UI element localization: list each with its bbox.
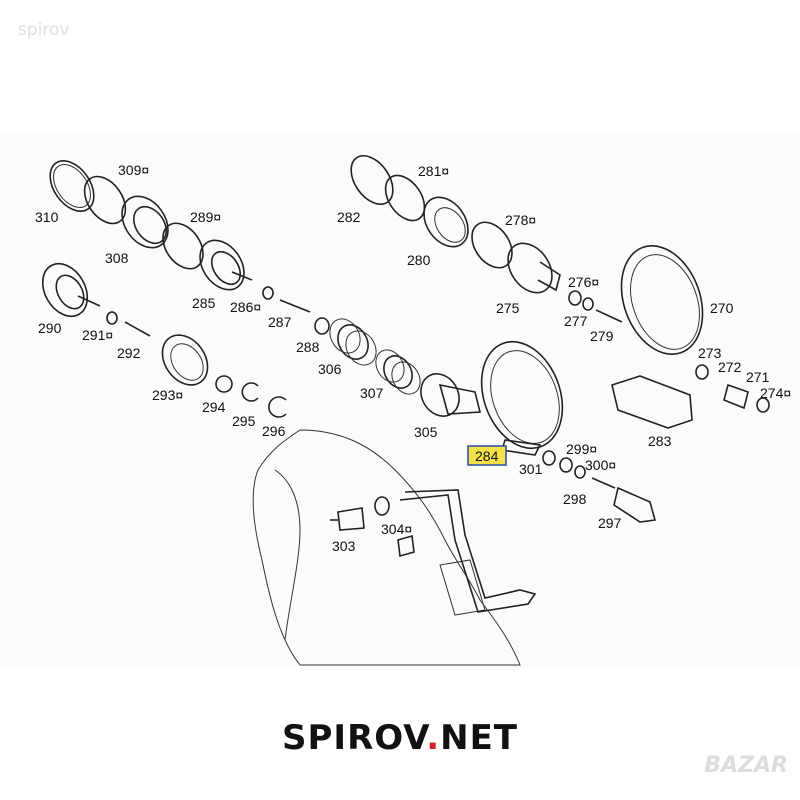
part-288-seal bbox=[314, 317, 330, 335]
label-286: 286¤ bbox=[230, 299, 261, 315]
label-283: 283 bbox=[648, 433, 672, 449]
label-289: 289¤ bbox=[190, 209, 221, 225]
label-280: 280 bbox=[407, 252, 431, 268]
part-303-sensor bbox=[330, 507, 365, 531]
label-270: 270 bbox=[710, 300, 734, 316]
label-271: 271 bbox=[746, 369, 770, 385]
part-296-clip bbox=[268, 396, 287, 418]
part-279-pin bbox=[595, 309, 623, 323]
label-293: 293¤ bbox=[152, 387, 183, 403]
label-272: 272 bbox=[718, 359, 742, 375]
part-291-washer bbox=[106, 311, 118, 325]
highlight-box-284 bbox=[467, 445, 507, 466]
watermark-text: spirov bbox=[18, 20, 70, 40]
part-308-piston bbox=[121, 195, 169, 249]
label-285: 285 bbox=[192, 295, 216, 311]
part-293-seal bbox=[161, 334, 209, 386]
part-285-piston bbox=[199, 239, 253, 291]
part-287-pin bbox=[279, 299, 311, 313]
label-304: 304¤ bbox=[381, 521, 412, 537]
label-298: 298 bbox=[563, 491, 587, 507]
part-290-piston bbox=[41, 262, 101, 318]
brand-name: SPIROV bbox=[282, 718, 427, 758]
label-273: 273 bbox=[698, 345, 722, 361]
brand-dot: . bbox=[426, 718, 441, 758]
label-284: 284 bbox=[475, 448, 499, 464]
label-281: 281¤ bbox=[418, 163, 449, 179]
part-275-piston bbox=[507, 242, 561, 294]
label-297: 297 bbox=[598, 515, 622, 531]
label-291: 291¤ bbox=[82, 327, 113, 343]
part-301-washer bbox=[542, 450, 556, 466]
label-275: 275 bbox=[496, 300, 520, 316]
brand-logo: SPIROV.NET bbox=[0, 718, 800, 758]
part-281-ring bbox=[384, 174, 426, 222]
label-295: 295 bbox=[232, 413, 256, 429]
oil-pipe bbox=[399, 489, 537, 613]
label-303: 303 bbox=[332, 538, 356, 554]
label-276: 276¤ bbox=[568, 274, 599, 290]
part-309-ring bbox=[83, 175, 127, 225]
transmission-housing bbox=[252, 429, 521, 666]
part-297-actuator bbox=[591, 477, 657, 523]
part-310-ring bbox=[49, 160, 95, 212]
part-299-washer bbox=[559, 457, 573, 473]
label-309: 309¤ bbox=[118, 162, 149, 178]
label-301: 301 bbox=[519, 461, 543, 477]
part-307-spring bbox=[375, 349, 421, 395]
label-282: 282 bbox=[337, 209, 361, 225]
part-305-lever bbox=[420, 373, 482, 417]
part-280-piston bbox=[423, 196, 469, 248]
label-310: 310 bbox=[35, 209, 59, 225]
part-284-band bbox=[480, 340, 564, 456]
label-307: 307 bbox=[360, 385, 384, 401]
label-287: 287 bbox=[268, 314, 292, 330]
part-273-washer bbox=[695, 364, 709, 380]
label-300: 300¤ bbox=[585, 457, 616, 473]
part-270-band bbox=[620, 244, 704, 356]
brand-tld: NET bbox=[440, 718, 518, 758]
label-278: 278¤ bbox=[505, 212, 536, 228]
label-279: 279 bbox=[590, 328, 614, 344]
bazar-watermark: BAZAR bbox=[704, 753, 788, 778]
label-308: 308 bbox=[105, 250, 129, 266]
label-305: 305 bbox=[414, 424, 438, 440]
label-306: 306 bbox=[318, 361, 342, 377]
part-283-bracket bbox=[611, 375, 693, 429]
part-294-washer bbox=[215, 375, 233, 393]
part-298-washer bbox=[574, 465, 586, 479]
part-295-clip bbox=[241, 382, 259, 402]
label-290: 290 bbox=[38, 320, 62, 336]
label-292: 292 bbox=[117, 345, 141, 361]
part-289-ring bbox=[162, 222, 204, 270]
part-286-washer bbox=[262, 286, 274, 300]
part-277-washer bbox=[568, 290, 594, 311]
part-304-seal bbox=[374, 496, 415, 558]
part-282-ring bbox=[350, 155, 394, 205]
label-296: 296 bbox=[262, 423, 286, 439]
label-299: 299¤ bbox=[566, 441, 597, 457]
label-277: 277 bbox=[564, 313, 588, 329]
label-288: 288 bbox=[296, 339, 320, 355]
part-306-spring bbox=[329, 318, 377, 366]
part-278-ring bbox=[471, 221, 513, 269]
label-274: 274¤ bbox=[760, 385, 791, 401]
label-294: 294 bbox=[202, 399, 226, 415]
part-274-ring bbox=[756, 397, 770, 413]
part-271-piston bbox=[723, 383, 749, 410]
part-292-pin bbox=[124, 321, 151, 337]
